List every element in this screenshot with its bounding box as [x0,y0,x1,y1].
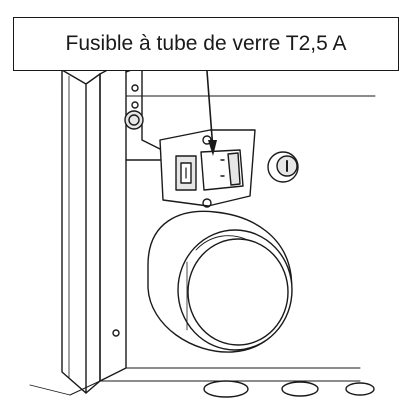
fuse-callout-label: Fusible à tube de verre T2,5 A [13,17,399,71]
frame-screw-icon [112,329,120,337]
grommet-icon [124,110,144,130]
flange-screw-icon [131,101,139,109]
flange-screw-icon [131,84,139,92]
inner-flange [124,65,163,161]
plug-cap [267,151,299,183]
module-screw-icon [202,198,212,208]
power-module [159,129,256,208]
arrow-head-icon [208,140,217,156]
side-frame [61,69,120,394]
callout-leader [206,70,217,156]
duct-tube [147,210,293,353]
housing-panel [29,59,376,398]
